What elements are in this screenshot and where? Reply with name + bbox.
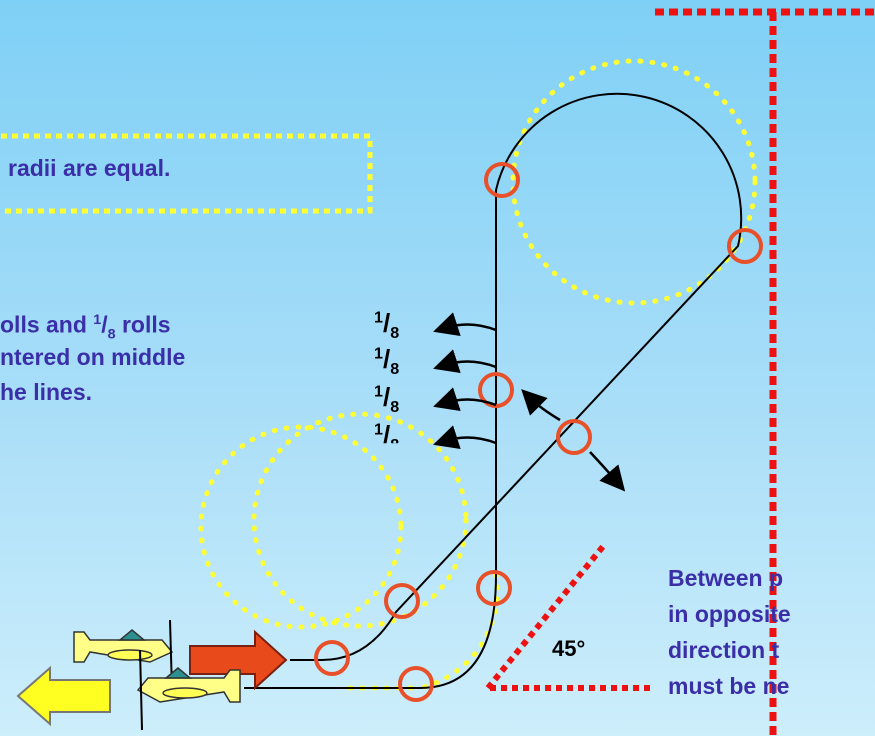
fraction-label-3: 1/8 xyxy=(374,382,400,417)
flight-path xyxy=(244,92,743,689)
yellow-direction-arrow xyxy=(16,665,111,727)
radii-note: radii are equal. xyxy=(8,155,171,181)
marker-top-left xyxy=(484,162,520,198)
roll-arrow-3 xyxy=(433,387,497,412)
rotation-arrow-2 xyxy=(589,451,626,492)
rotation-arrow xyxy=(521,389,561,422)
red-direction-arrow xyxy=(189,629,288,691)
rolls-note-line3: he lines. xyxy=(0,379,93,405)
opposite-note-line4: must be ne xyxy=(668,673,790,699)
bottom-right-dotted-circle xyxy=(251,411,469,629)
airplane-lower-icon xyxy=(136,649,241,731)
roll-arrow-2 xyxy=(433,349,497,374)
marker-vertical-bottom xyxy=(476,570,512,606)
bottom-left-dotted-circle xyxy=(198,424,404,630)
opposite-note-line3: direction t xyxy=(668,637,780,663)
rolls-note-frac-num: 1 xyxy=(93,312,102,328)
rolls-note-line2: ntered on middle xyxy=(0,344,186,370)
rolls-note-text-a: olls and xyxy=(0,311,94,338)
angle-diagonal-line xyxy=(485,542,608,690)
marker-entry xyxy=(314,640,350,676)
fraction-label-1: 1/8 xyxy=(374,308,400,343)
marker-top-right xyxy=(727,228,763,264)
rolls-note-line1: olls and 1/8 rolls xyxy=(0,311,171,343)
opposite-note-line1: Between p xyxy=(668,565,784,591)
flight-path-corner xyxy=(419,574,497,689)
marker-diagonal-bottom xyxy=(384,583,420,619)
marker-diagonal-middle xyxy=(556,419,592,455)
rolls-note-text-b: rolls xyxy=(115,311,171,338)
marker-vertical-middle xyxy=(478,372,514,408)
roll-arrow-4 xyxy=(433,425,497,450)
marker-exit xyxy=(398,666,434,702)
angle-label: 45° xyxy=(552,636,586,661)
fraction-label-2: 1/8 xyxy=(374,344,400,379)
top-loop-dotted-circle xyxy=(510,58,758,306)
roll-arrow-1 xyxy=(433,312,497,337)
opposite-note-line2: in opposite xyxy=(668,601,791,627)
fraction-label-4: 1/8 xyxy=(374,420,400,455)
radii-note-box xyxy=(0,133,373,214)
rolls-note-frac-den: 8 xyxy=(107,326,116,343)
